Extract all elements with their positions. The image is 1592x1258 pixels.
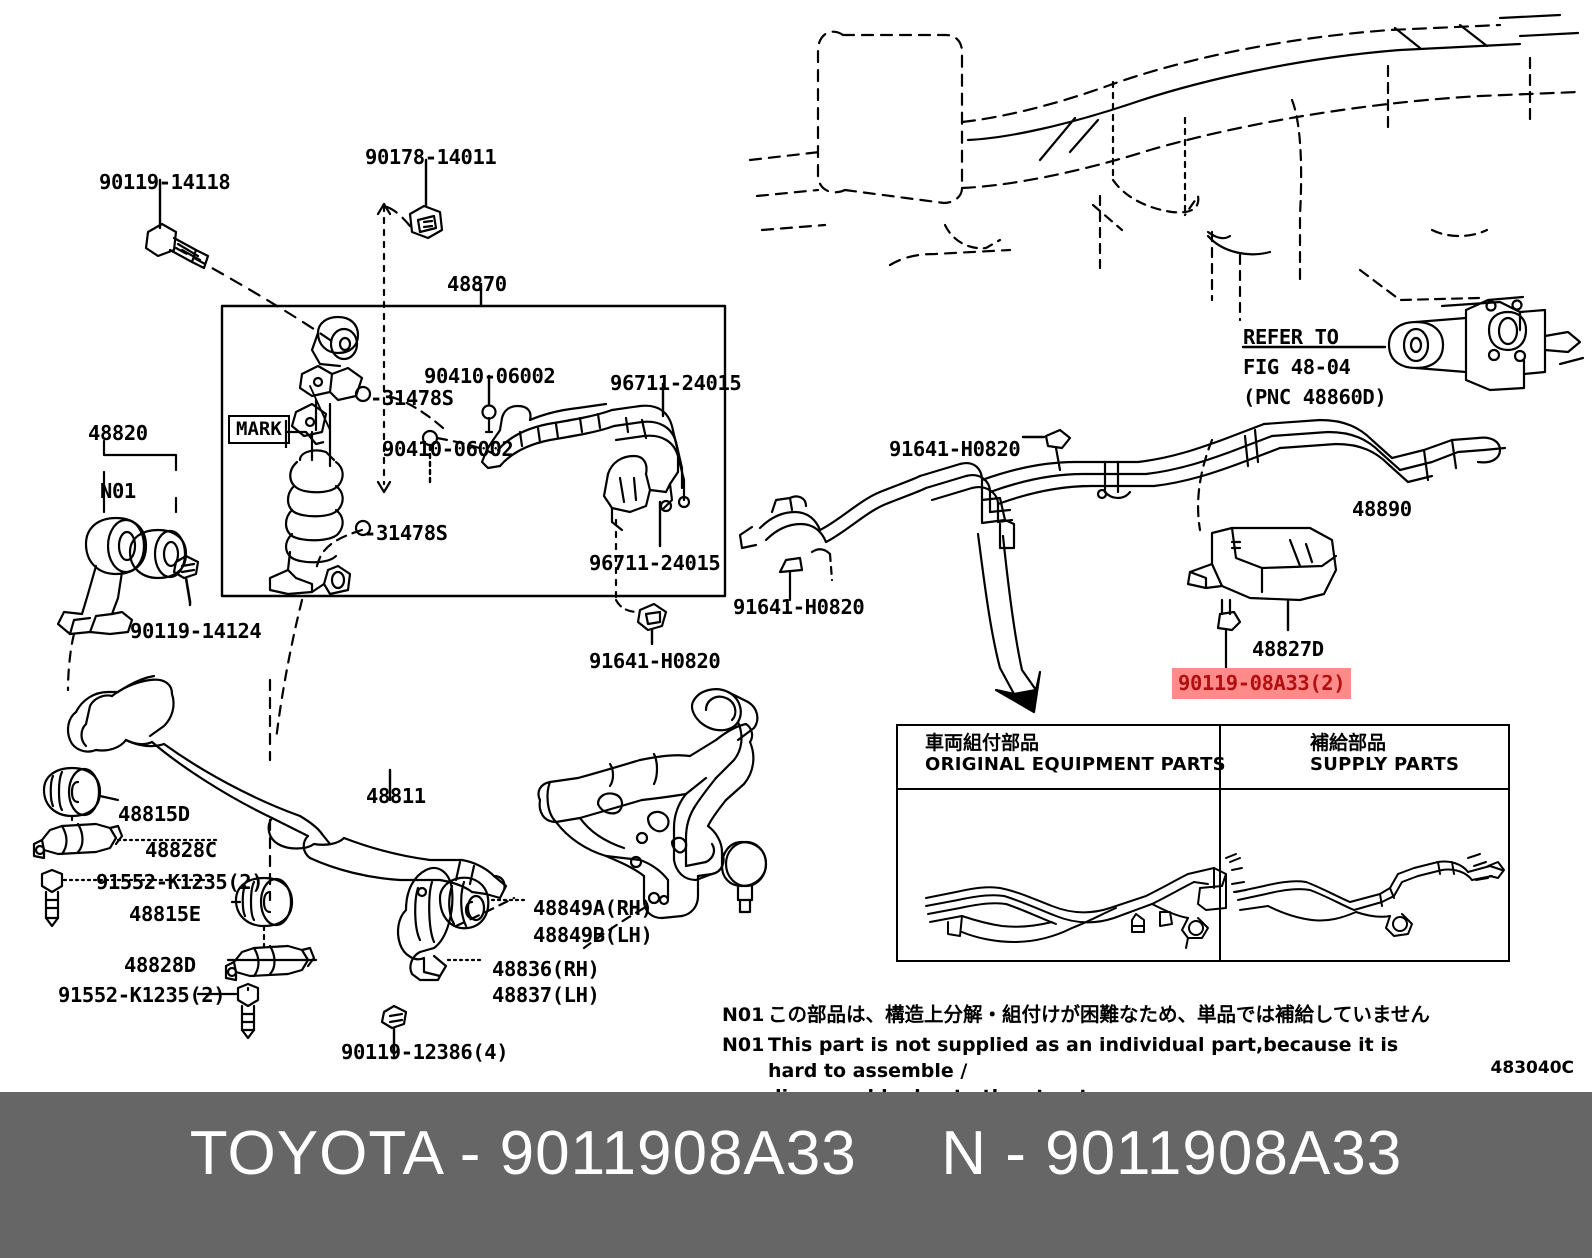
inset-vertical-divider [1219,726,1221,960]
diagram-canvas: MARK REFER TO FIG 48-04 (PNC 48860D) 901… [32,13,1585,1108]
refer-line-3: (PNC 48860D) [1243,385,1387,409]
nut-90178-14011 [408,158,444,240]
part-number-label[interactable]: 48815E [129,902,201,926]
part-number-label[interactable]: 90119-14118 [99,170,231,194]
clamp-48849a [438,876,490,930]
diagram-linework [32,13,1585,1058]
inset-artwork-supply [1235,853,1505,937]
footer-bar [0,1092,1592,1258]
note-text: この部品は、構造上分解・組付けが困難なため、単品では補給していません [768,1003,1430,1026]
part-number-label[interactable]: 48890 [1352,497,1412,521]
inset-artwork [925,853,1247,949]
comparison-inset-box [896,724,1510,962]
refer-line-1: REFER TO [1243,325,1339,349]
part-number-label[interactable]: 96711-24015 [589,551,721,575]
bolt-91641-box [636,602,668,646]
mark-callout-box: MARK [228,415,290,444]
part-number-label[interactable]: 48828C [145,838,217,862]
part-number-label[interactable]: 48820 [88,421,148,445]
part-number-label[interactable]: 90410-06002 [382,437,514,461]
clamp-48836 [396,866,454,982]
inset-horizontal-divider [898,788,1508,790]
part-number-label[interactable]: 48815D [118,802,190,826]
frame-rail-outline [748,30,1012,267]
part-number-label[interactable]: 91641-H0820 [589,649,721,673]
part-number-label[interactable]: 48827D [1252,637,1324,661]
bolt-91552-upper [40,868,64,928]
bushing-n01 [128,528,188,580]
footer-text: TOYOTA - 9011908A33 N - 9011908A33 [0,1118,1592,1189]
part-number-label[interactable]: 91641-H0820 [889,437,1021,461]
stabilizer-link-48820 [56,516,148,636]
bushing-48815e [234,876,294,928]
mark-label: MARK [236,418,282,440]
bracket-48828d [224,944,316,982]
pump-actuator [1387,295,1585,392]
inset-left-jp: 車両組付部品 [925,732,1040,754]
part-number-label[interactable]: 48849B(LH) [533,923,653,947]
inset-left-en: ORIGINAL EQUIPMENT PARTS [925,754,1226,775]
tube-assembly-48890 [758,418,1507,550]
bolt-91552-lower [236,982,260,1040]
shock-absorber [268,315,364,596]
part-number-label[interactable]: 90410-06002 [424,364,556,388]
part-number-label[interactable]: 91552-K1235(2) [96,870,264,894]
part-number-label[interactable]: -31478S [364,521,448,545]
mark-pointer [284,420,325,448]
highlighted-part-number[interactable]: 90119-08A33(2) [1172,668,1352,699]
inset-right-en: SUPPLY PARTS [1310,754,1460,775]
refer-to-block: REFER TO FIG 48-04 (PNC 48860D) [1243,322,1387,412]
note-marker: N01 [722,1034,765,1056]
bracket-48828c [32,822,124,860]
callout-arrow [976,532,1042,714]
stabilizer-bar-48811 [66,674,508,900]
part-number-label[interactable]: 48836(RH) [492,957,600,981]
inset-right-jp: 補給部品 [1310,732,1387,754]
lower-arm-knuckle [537,688,768,920]
bolt-90119-12386 [380,1004,408,1058]
footer-alt-part: N - 9011908A33 [941,1119,1403,1188]
part-number-label[interactable]: -31478S [370,386,454,410]
part-number-label[interactable]: 48837(LH) [492,983,600,1007]
refer-line-2: FIG 48-04 [1243,355,1351,379]
bushing-48815d [42,766,102,818]
part-number-label[interactable]: 96711-24015 [610,371,742,395]
part-number-label[interactable]: 48811 [366,784,426,808]
inset-header-left: 車両組付部品 ORIGINAL EQUIPMENT PARTS [925,732,1226,775]
part-number-label[interactable]: 48828D [124,953,196,977]
bolt-90119-14124 [172,554,200,604]
footer-brand-part: TOYOTA - 9011908A33 [189,1119,857,1188]
part-number-label[interactable]: 90119-12386(4) [341,1040,509,1064]
part-number-label[interactable]: 90178-14011 [365,145,497,169]
figure-code: 483040C [1490,1058,1574,1078]
part-number-label[interactable]: N01 [100,479,136,503]
hose-cluster [480,402,691,532]
part-number-label[interactable]: 91641-H0820 [733,595,865,619]
part-number-label[interactable]: 90119-14124 [130,619,262,643]
part-number-label[interactable]: 48849A(RH) [533,896,653,920]
note-marker: N01 [722,1004,765,1026]
inset-header-right: 補給部品 SUPPLY PARTS [1310,732,1459,775]
part-number-label[interactable]: 48870 [447,272,507,296]
part-number-label[interactable]: 91552-K1235(2) [58,983,226,1007]
